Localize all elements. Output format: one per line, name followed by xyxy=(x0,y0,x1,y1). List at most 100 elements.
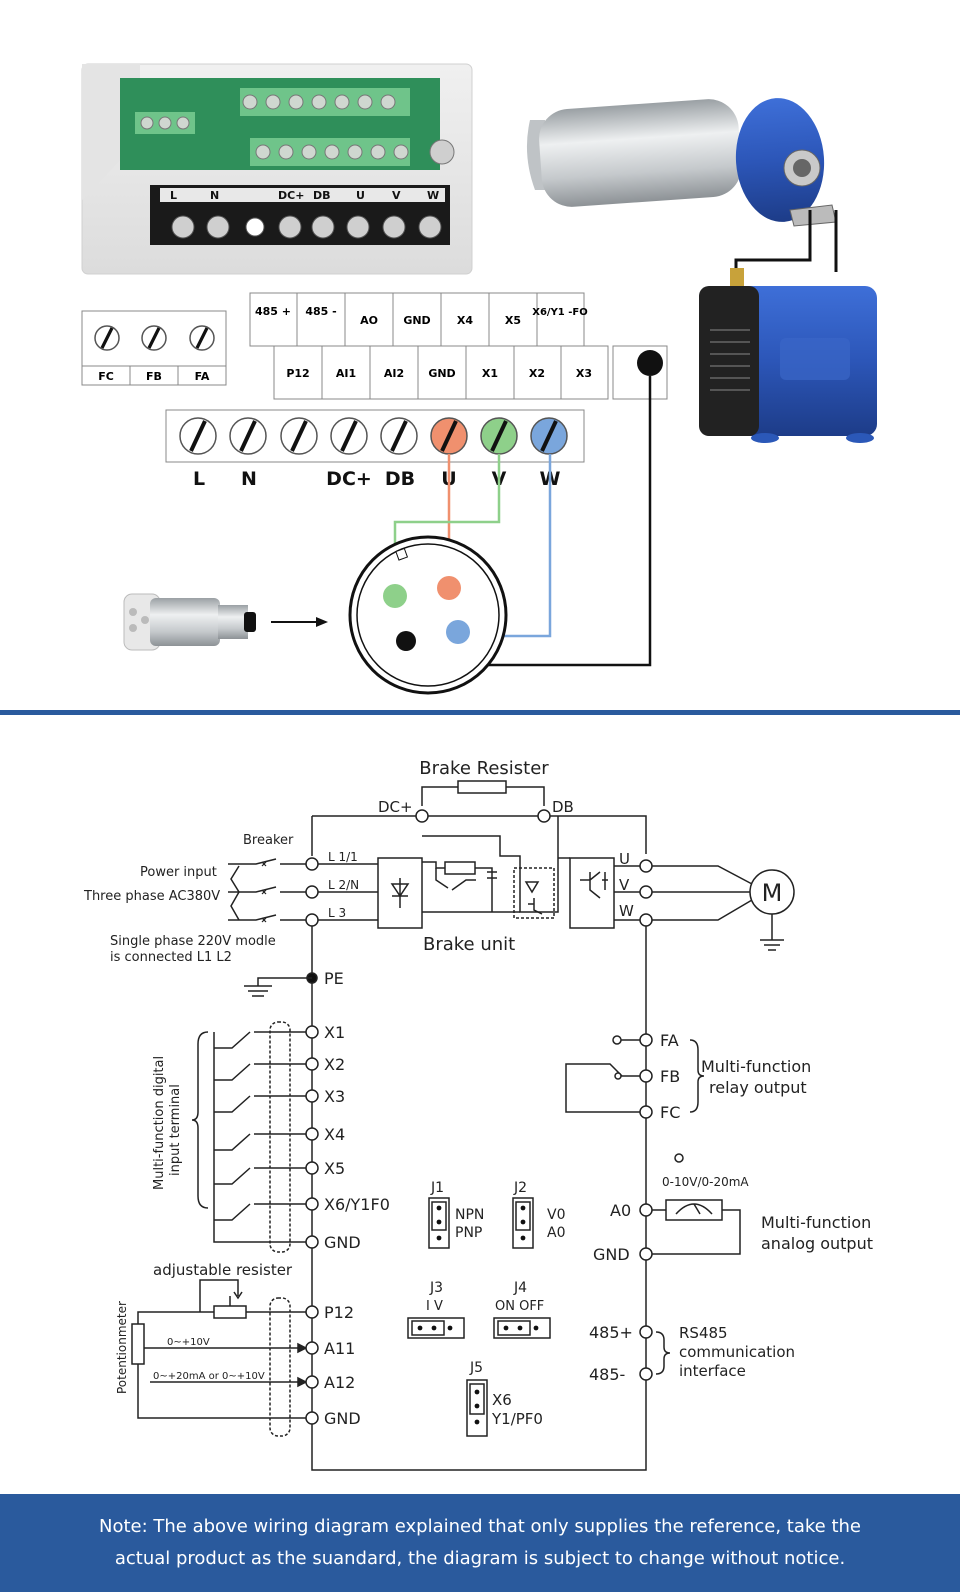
section-divider xyxy=(0,710,960,715)
ctrl-x6-label: X6/Y1 -FO xyxy=(532,307,587,318)
pin-u-icon xyxy=(437,576,461,600)
j1-jumper-icon xyxy=(428,1197,450,1249)
ctrl-gnd1-label: GND xyxy=(403,314,430,327)
j5-x6-label: X6 xyxy=(492,1391,512,1409)
x5-terminal-icon xyxy=(305,1161,319,1175)
x2-label: X2 xyxy=(324,1055,345,1074)
x4-terminal-icon xyxy=(305,1127,319,1141)
gnd2-terminal-icon xyxy=(305,1411,319,1425)
u-label: U xyxy=(619,850,630,868)
j3-jumper-icon xyxy=(407,1317,465,1339)
brake-resistor-icon xyxy=(457,780,507,794)
relay-output-label-1: Multi-function xyxy=(701,1057,811,1076)
dcplus-terminal-icon xyxy=(415,809,429,823)
potentiometer-icon xyxy=(131,1323,145,1365)
relay-label-fa: FA xyxy=(195,370,210,383)
relay-terminal-block: FC FB FA xyxy=(81,310,227,386)
j4-jumper-icon xyxy=(493,1317,551,1339)
ctrl-x2-label: X2 xyxy=(529,367,545,380)
power-label-l: L xyxy=(193,468,205,490)
n-screw-icon xyxy=(228,416,268,456)
w-label: W xyxy=(619,902,634,920)
ctrl-ao-label: AO xyxy=(360,314,378,327)
j2-label: J2 xyxy=(513,1180,527,1196)
fb-label: FB xyxy=(660,1067,680,1086)
x2-terminal-icon xyxy=(305,1057,319,1071)
aviation-connector-face xyxy=(348,535,508,695)
x5-label: X5 xyxy=(324,1159,345,1178)
brake-transistor-icon xyxy=(513,867,555,919)
spindle-motor-photo xyxy=(526,98,838,272)
j2-a0-label: A0 xyxy=(547,1225,565,1241)
v-screw-icon xyxy=(480,417,518,455)
j5-label: J5 xyxy=(469,1360,483,1376)
fc-terminal-icon xyxy=(639,1105,653,1119)
j4-options-label: ON OFF xyxy=(495,1299,544,1314)
a11-terminal-icon xyxy=(305,1341,319,1355)
note-banner: Note: The above wiring diagram explained… xyxy=(0,1494,960,1592)
j3-label: J3 xyxy=(429,1280,443,1296)
single-phase-label-1: Single phase 220V modle xyxy=(110,934,276,949)
digital-input-label-2: input terminal xyxy=(168,1084,183,1176)
inverter-icon xyxy=(569,857,615,929)
ctrl-x5-label: X5 xyxy=(505,314,521,327)
three-phase-label: Three phase AC380V xyxy=(83,889,220,904)
fa-terminal-icon xyxy=(639,1033,653,1047)
note-line-2: actual product as the suandard, the diag… xyxy=(114,1548,846,1569)
board-label-dcplus: DC+ xyxy=(278,189,304,202)
j2-v0-label: V0 xyxy=(547,1207,565,1223)
gnd-terminal-icon xyxy=(305,1235,319,1249)
power-label-db: DB xyxy=(385,468,415,490)
rs485-label-2: communication xyxy=(679,1343,795,1361)
ctrl-x4-label: X4 xyxy=(457,314,473,327)
j3-options-label: I V xyxy=(426,1299,443,1314)
l3-terminal-icon xyxy=(305,913,319,927)
note-line-1: Note: The above wiring diagram explained… xyxy=(98,1516,861,1537)
x3-terminal-icon xyxy=(305,1089,319,1103)
gnd3-label: GND xyxy=(593,1245,630,1264)
ground-terminal-icon xyxy=(637,350,663,376)
adjustable-resister-label: adjustable resister xyxy=(153,1261,293,1279)
j1-label: J1 xyxy=(430,1180,444,1196)
gnd3-terminal-icon xyxy=(639,1247,653,1261)
vfd-terminal-photo: L N DC+ DB U V W xyxy=(81,63,473,275)
jumper-pins xyxy=(417,1205,539,1425)
meter-icon xyxy=(665,1199,723,1221)
p12-label: P12 xyxy=(324,1303,354,1322)
brake-resistor-label: Brake Resister xyxy=(419,758,549,779)
relay-label-fb: FB xyxy=(146,370,162,383)
board-label-n: N xyxy=(210,189,219,202)
adjustable-resistor-icon xyxy=(213,1305,247,1319)
j1-pnp-label: PNP xyxy=(455,1225,482,1241)
gnd2-label: GND xyxy=(324,1409,361,1428)
power-label-dcplus: DC+ xyxy=(326,468,372,490)
x3-label: X3 xyxy=(324,1087,345,1106)
l2-terminal-icon xyxy=(305,885,319,899)
l3-label: L 3 xyxy=(328,906,346,920)
power-label-n: N xyxy=(241,468,257,490)
dcplus-screw-icon xyxy=(329,416,369,456)
board-label-w: W xyxy=(427,189,439,202)
ctrl-485plus-label: 485 + xyxy=(255,305,291,318)
a11-label: A11 xyxy=(324,1339,355,1358)
ao-label: A0 xyxy=(610,1201,631,1220)
pin-w-icon xyxy=(446,620,470,644)
power-input-label: Power input xyxy=(140,865,217,880)
analog-shield-icon xyxy=(269,1297,291,1437)
rectifier-icon xyxy=(377,857,423,929)
analog-output-label-1: Multi-function xyxy=(761,1213,871,1232)
rs485minus-terminal-icon xyxy=(639,1367,653,1381)
relay-output-label-2: relay output xyxy=(709,1078,807,1097)
digital-input-label-1: Multi-function digital xyxy=(152,1056,167,1190)
analog-output-label-2: analog output xyxy=(761,1234,873,1253)
ctrl-485minus-label: 485 - xyxy=(305,305,336,318)
v-label: V xyxy=(619,876,630,894)
fc-label: FC xyxy=(660,1103,680,1122)
x6-terminal-icon xyxy=(305,1197,319,1211)
j4-label: J4 xyxy=(513,1280,527,1296)
pin-ground-icon xyxy=(396,631,416,651)
x4-label: X4 xyxy=(324,1125,345,1144)
x6-label: X6/Y1F0 xyxy=(324,1195,390,1214)
db-screw-icon xyxy=(379,416,419,456)
